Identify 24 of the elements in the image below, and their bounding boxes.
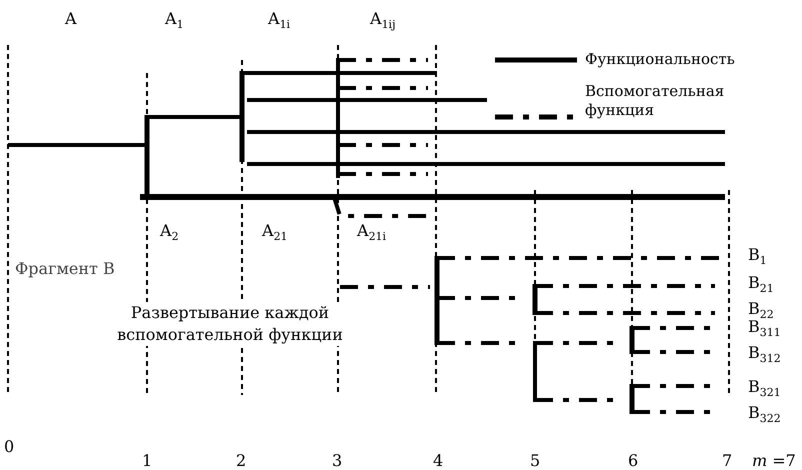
function-label: A$_{21}$	[262, 222, 288, 246]
function-label: B$_{312}$	[748, 344, 781, 368]
function-label: B$_{322}$	[748, 404, 781, 428]
axis-tick-label: 1	[142, 452, 152, 470]
function-label: A	[65, 10, 77, 28]
function-label: B$_{21}$	[748, 274, 774, 298]
legend-text: Функциональность	[585, 50, 735, 69]
axis-tick-label: 6	[628, 452, 638, 470]
axis-tick-label: 7	[722, 452, 732, 470]
function-label: B$_{1}$	[748, 246, 767, 270]
function-label: A$_{1}$	[165, 10, 184, 34]
axis-tick-label: 5	[530, 452, 540, 470]
legend-text: Вспомогательная функция	[585, 82, 726, 120]
function-label: B$_{321}$	[748, 378, 781, 402]
axis-tick-label: 4	[433, 452, 444, 470]
axis-tick-label: 3	[332, 452, 342, 470]
axis-tick-label: 0	[4, 438, 14, 456]
axis-tick-label: 2	[236, 452, 246, 470]
function-label: A$_{2}$	[160, 222, 179, 246]
axis-tick-label: m =7	[752, 452, 796, 470]
function-label: A$_{21i}$	[357, 222, 386, 246]
function-label: A$_{1ij}$	[370, 10, 396, 34]
function-label: A$_{1i}$	[268, 10, 290, 34]
fragment-label: Фрагмент В	[15, 260, 115, 278]
